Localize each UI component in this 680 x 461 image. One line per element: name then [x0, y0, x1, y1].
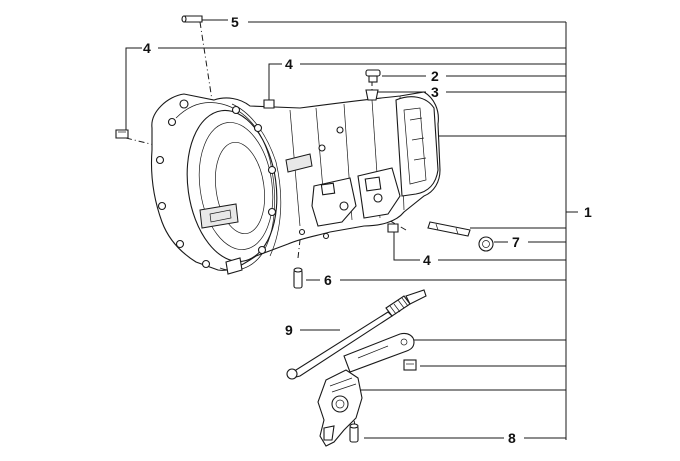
callout-6: 6	[324, 272, 332, 288]
bolt-4-left	[115, 129, 129, 139]
callout-4-lower: 4	[423, 252, 431, 268]
bolt-4-top	[263, 99, 275, 109]
transmission-housing	[150, 91, 441, 275]
callout-3: 3	[431, 84, 439, 100]
callout-4-left: 4	[143, 40, 151, 56]
selector-shaft	[427, 221, 471, 237]
leader-lines	[125, 19, 566, 439]
callout-5: 5	[231, 14, 239, 30]
breather-valve-3	[365, 89, 379, 101]
callout-labels: 5 4 4 2 3 1 7 4 6 9 8	[143, 14, 592, 446]
breather-cap-2	[365, 69, 381, 83]
bracket-bolt	[403, 359, 417, 371]
callout-bar-1	[565, 22, 578, 440]
pin-6	[293, 267, 303, 289]
selector-rod-9	[286, 289, 427, 380]
callout-8: 8	[508, 430, 516, 446]
callout-7: 7	[512, 234, 520, 250]
bolt-4-lower	[387, 223, 399, 233]
selector-lever	[317, 369, 363, 447]
callout-2: 2	[431, 68, 439, 84]
callout-9: 9	[285, 322, 293, 338]
callout-4-top: 4	[285, 56, 293, 72]
callout-1: 1	[584, 204, 592, 220]
pin-8	[349, 423, 359, 443]
shaft-seal-7	[478, 236, 494, 252]
cable-bracket	[343, 332, 415, 373]
dowel-pin-5	[181, 15, 203, 23]
